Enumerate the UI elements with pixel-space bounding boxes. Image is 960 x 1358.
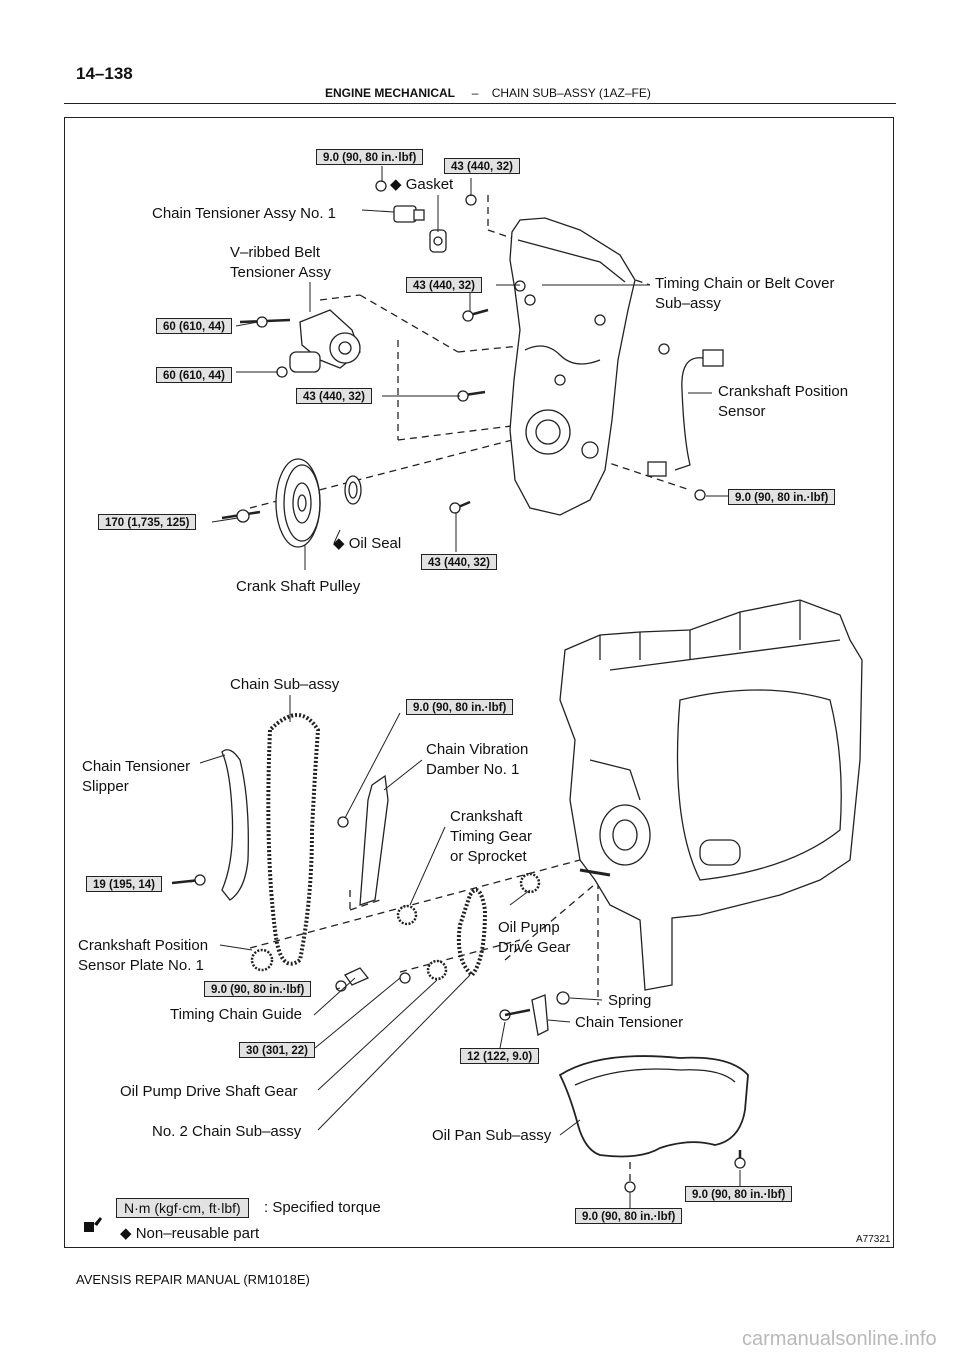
sprockets-art bbox=[250, 872, 541, 984]
label-gasket: ◆ Gasket bbox=[390, 176, 454, 193]
label-line: Chain Vibration bbox=[426, 741, 529, 758]
label-line: Crankshaft Position bbox=[78, 937, 209, 954]
label-oil-pump-drive-shaft-gear: Oil Pump Drive Shaft Gear bbox=[120, 1083, 298, 1100]
torque-oil-pan-left: 9.0 (90, 80 in.·lbf) bbox=[575, 1208, 683, 1224]
header-rule bbox=[64, 103, 896, 104]
label-line: Slipper bbox=[82, 778, 129, 795]
torque-cover-mid: 43 (440, 32) bbox=[296, 388, 373, 404]
legend-non-reusable-part: ◆ Non–reusable part bbox=[120, 1225, 260, 1242]
timing-chain-cover bbox=[509, 217, 636, 516]
leader-lines bbox=[189, 166, 741, 1208]
oil-pan-art bbox=[558, 1055, 749, 1193]
watermark: carmanualsonline.info bbox=[742, 1328, 937, 1350]
label-spring: Spring bbox=[608, 992, 652, 1009]
torque-cover-top: 43 (440, 32) bbox=[444, 158, 521, 174]
label-crankshaft-position-sensor: Crankshaft Position Sensor bbox=[718, 382, 848, 422]
label-line: Timing Gear bbox=[450, 828, 532, 845]
label-line: Tensioner Assy bbox=[230, 264, 331, 281]
tensioner-assy-no1-art bbox=[375, 180, 477, 253]
torque-shaft-gear: 30 (301, 22) bbox=[239, 1042, 316, 1058]
label-timing-chain-cover: Timing Chain or Belt Cover Sub–assy bbox=[655, 274, 835, 314]
label-line: Sub–assy bbox=[655, 295, 721, 312]
torque-oil-pan-right: 9.0 (90, 80 in.·lbf) bbox=[685, 1186, 793, 1202]
label-chain-tensioner-assy-no1: Chain Tensioner Assy No. 1 bbox=[152, 205, 336, 222]
crank-pulley-art bbox=[221, 458, 362, 548]
page-number: 14–138 bbox=[76, 64, 133, 83]
figure-id: A77321 bbox=[856, 1234, 891, 1245]
label-oil-pan-sub-assy: Oil Pan Sub–assy bbox=[432, 1127, 552, 1144]
torque-crank-sensor: 9.0 (90, 80 in.·lbf) bbox=[728, 489, 836, 505]
label-chain-sub-assy: Chain Sub–assy bbox=[230, 676, 340, 693]
label-line: or Sprocket bbox=[450, 848, 527, 865]
vibration-damper-art bbox=[337, 774, 389, 906]
header-separator: – bbox=[471, 86, 479, 100]
label-chain-tensioner: Chain Tensioner bbox=[575, 1014, 684, 1031]
label-line: Sensor Plate No. 1 bbox=[78, 957, 204, 974]
label-crank-shaft-pulley: Crank Shaft Pulley bbox=[236, 578, 361, 595]
label-line: Damber No. 1 bbox=[426, 761, 520, 778]
torque-cover-upper: 43 (440, 32) bbox=[406, 277, 483, 293]
legend-torque-unit-box: N·m (kgf·cm, ft·lbf) bbox=[116, 1198, 249, 1218]
torque-tensioner-bolt: 9.0 (90, 80 in.·lbf) bbox=[316, 149, 424, 165]
crank-sensor-art bbox=[647, 343, 724, 501]
subsection-title: CHAIN SUB–ASSY (1AZ–FE) bbox=[491, 86, 651, 100]
engine-block-art bbox=[559, 599, 863, 991]
cover-bolts-art bbox=[449, 280, 526, 514]
label-line: Drive Gear bbox=[498, 939, 571, 956]
belt-tensioner-art bbox=[239, 309, 361, 378]
torque-vibration-damber: 9.0 (90, 80 in.·lbf) bbox=[406, 699, 514, 715]
legend-specified-torque: : Specified torque bbox=[264, 1199, 381, 1216]
label-oil-pump-drive-gear: Oil Pump Drive Gear bbox=[498, 918, 571, 958]
chain-guide-art bbox=[335, 967, 570, 1036]
label-chain-vibration-damber: Chain Vibration Damber No. 1 bbox=[426, 740, 528, 780]
label-oil-seal: ◆ Oil Seal bbox=[333, 535, 402, 552]
torque-chain-tensioner: 12 (122, 9.0) bbox=[460, 1048, 540, 1064]
label-line: Chain Tensioner bbox=[82, 758, 191, 775]
label-crankshaft-position-sensor-plate: Crankshaft Position Sensor Plate No. 1 bbox=[78, 936, 208, 976]
footer-manual-title: AVENSIS REPAIR MANUAL (RM1018E) bbox=[76, 1272, 310, 1287]
label-line: Oil Pump bbox=[498, 919, 560, 936]
torque-timing-chain-guide: 9.0 (90, 80 in.·lbf) bbox=[204, 981, 312, 997]
tensioner-slipper-art bbox=[171, 749, 249, 901]
label-line: Timing Chain or Belt Cover bbox=[655, 275, 835, 292]
label-line: Crankshaft bbox=[450, 808, 523, 825]
label-line: V–ribbed Belt bbox=[230, 244, 321, 261]
figure-frame bbox=[64, 117, 894, 1248]
label-no2-chain-sub-assy: No. 2 Chain Sub–assy bbox=[152, 1123, 302, 1140]
label-crankshaft-timing-gear: Crankshaft Timing Gear or Sprocket bbox=[450, 807, 532, 867]
torque-cover-low: 43 (440, 32) bbox=[421, 554, 498, 570]
torque-crank-pulley: 170 (1,735, 125) bbox=[98, 514, 197, 530]
torque-belt-tensioner-1: 60 (610, 44) bbox=[156, 318, 233, 334]
legend-pointer-icon bbox=[84, 1217, 102, 1232]
label-timing-chain-guide: Timing Chain Guide bbox=[170, 1006, 303, 1023]
torque-tensioner-slipper: 19 (195, 14) bbox=[86, 876, 163, 892]
label-chain-tensioner-slipper: Chain Tensioner Slipper bbox=[82, 757, 190, 797]
label-line: Crankshaft Position bbox=[718, 383, 849, 400]
label-line: Sensor bbox=[718, 403, 766, 420]
label-v-ribbed-belt-tensioner: V–ribbed Belt Tensioner Assy bbox=[230, 243, 331, 283]
section-title: ENGINE MECHANICAL bbox=[325, 86, 456, 100]
torque-belt-tensioner-2: 60 (610, 44) bbox=[156, 367, 233, 383]
running-header: ENGINE MECHANICAL – CHAIN SUB–ASSY (1AZ–… bbox=[325, 86, 651, 100]
timing-chain-art bbox=[266, 713, 321, 966]
